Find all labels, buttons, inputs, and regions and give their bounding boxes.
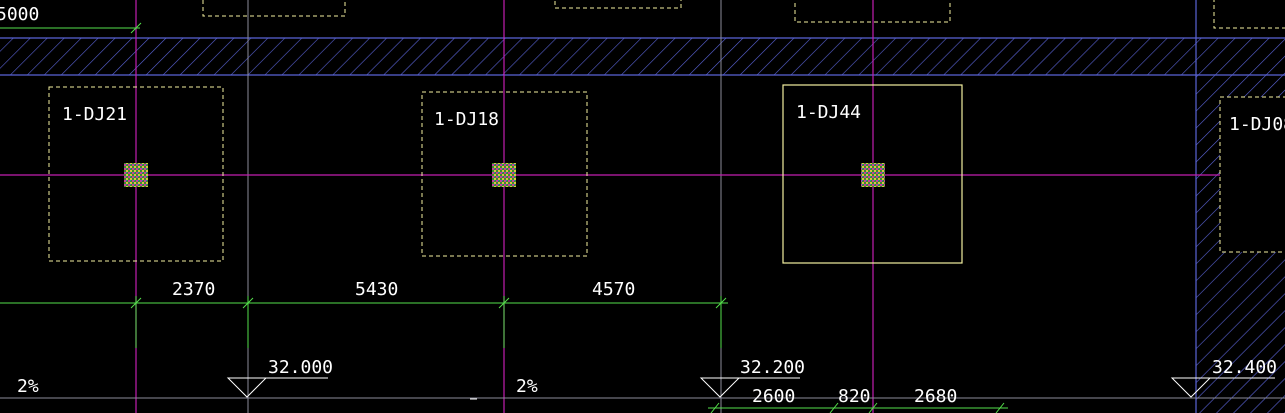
footing-outline — [1219, 96, 1285, 253]
top-dimension-text: 5000 — [0, 4, 39, 25]
dim-5430: 5430 — [355, 279, 398, 300]
dim-row2-tick-3 — [868, 402, 878, 413]
footing-outline — [421, 91, 588, 257]
dim-820: 820 — [838, 386, 871, 407]
footing-dj44[interactable]: 1-DJ44 — [782, 84, 963, 264]
dim-row2-tick-1 — [710, 402, 720, 413]
footing-top-partial-4 — [1213, 0, 1285, 29]
dim-2600: 2600 — [752, 386, 795, 407]
dim-row1-tick-3 — [498, 297, 510, 309]
elevation-marker-2: 32.200 — [699, 357, 805, 398]
footing-label: 1-DJ21 — [62, 104, 127, 125]
slope-label-2: 2% — [516, 376, 538, 397]
dim-row1-tick-4 — [715, 297, 727, 309]
wall-hatch-band — [0, 38, 1285, 75]
footing-label: 1-DJ08 — [1229, 114, 1285, 135]
elevation-marker-3: 32.400 — [1170, 357, 1277, 398]
elevation-text: 32.000 — [268, 357, 333, 378]
dim-row2-tick-4 — [995, 402, 1005, 413]
dim-4570: 4570 — [592, 279, 635, 300]
top-dim-tick — [130, 22, 142, 34]
elevation-marker-icon — [699, 377, 741, 398]
footing-dj21[interactable]: 1-DJ21 — [48, 86, 224, 262]
footing-top-partial-2 — [554, 0, 682, 9]
footing-dj18[interactable]: 1-DJ18 — [421, 91, 588, 257]
elevation-marker-icon — [226, 377, 268, 398]
footing-top-partial-1 — [202, 0, 346, 17]
column-icon — [124, 163, 148, 187]
elevation-text: 32.200 — [740, 357, 805, 378]
column-icon — [861, 163, 885, 187]
slope-label-1: 2% — [17, 376, 39, 397]
elevation-marker-1: 32.000 — [226, 357, 333, 398]
dim-row2-tick-2 — [829, 402, 839, 413]
dim-2370: 2370 — [172, 279, 215, 300]
elevation-text: 32.400 — [1212, 357, 1277, 378]
footing-outline — [782, 84, 963, 264]
column-icon — [492, 163, 516, 187]
footing-label: 1-DJ18 — [434, 109, 499, 130]
footing-dj08[interactable]: 1-DJ08 — [1219, 96, 1285, 253]
footing-top-partial-3 — [794, 0, 951, 23]
footing-label: 1-DJ44 — [796, 102, 861, 123]
dim-2680: 2680 — [914, 386, 957, 407]
dim-row1-tick-2 — [242, 297, 254, 309]
dim-row1-tick-1 — [130, 297, 142, 309]
footing-outline — [48, 86, 224, 262]
